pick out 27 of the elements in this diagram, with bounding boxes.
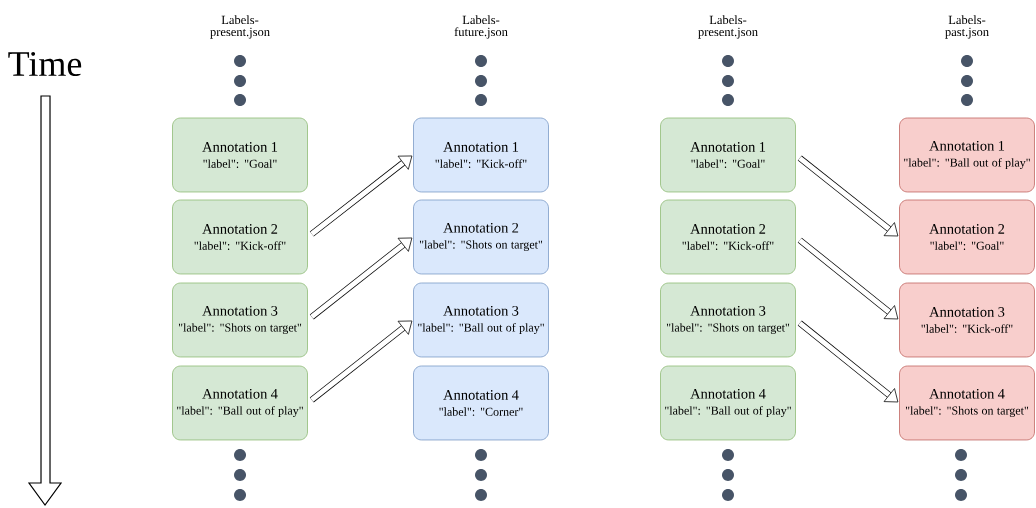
annotation-box: Annotation 3 "label": "Kick-off" — [899, 282, 1035, 358]
file-name: Labels-present.json — [210, 15, 270, 39]
file-name: Labels-past.json — [945, 15, 989, 39]
file-name: Labels-future.json — [454, 15, 508, 39]
annotation-box: Annotation 2 "label": "Shots on target" — [413, 199, 549, 275]
arrow — [797, 320, 899, 403]
annotation-box: Annotation 3 "label": "Shots on target" — [172, 282, 308, 358]
axis-title: Time — [8, 51, 82, 77]
arrow — [797, 155, 899, 237]
annotation-box: Annotation 4 "label": "Ball out of play" — [660, 365, 796, 441]
annotation-box: Annotation 4 "label": "Shots on target" — [899, 365, 1035, 441]
annotation-box: Annotation 2 "label": "Kick-off" — [172, 199, 308, 275]
annotation-box: Annotation 3 "label": "Shots on target" — [660, 282, 796, 358]
annotation-box: Annotation 4 "label": "Ball out of play" — [172, 365, 308, 441]
annotation-box: Annotation 4 "label": "Corner" — [413, 365, 549, 441]
arrow — [309, 155, 413, 237]
annotation-box: Annotation 2 "label": "Kick-off" — [660, 199, 796, 275]
annotation-box: Annotation 1 "label": "Ball out of play" — [899, 117, 1035, 193]
annotation-box: Annotation 3 "label": "Ball out of play" — [413, 282, 549, 358]
annotation-box: Annotation 1 "label": "Kick-off" — [413, 117, 549, 193]
arrow — [309, 237, 413, 320]
annotation-box: Annotation 2 "label": "Goal" — [899, 199, 1035, 275]
arrow — [797, 237, 899, 320]
file-name: Labels-present.json — [698, 15, 758, 39]
annotation-box: Annotation 1 "label": "Goal" — [172, 117, 308, 193]
arrow — [309, 320, 413, 403]
annotation-box: Annotation 1 "label": "Goal" — [660, 117, 796, 193]
